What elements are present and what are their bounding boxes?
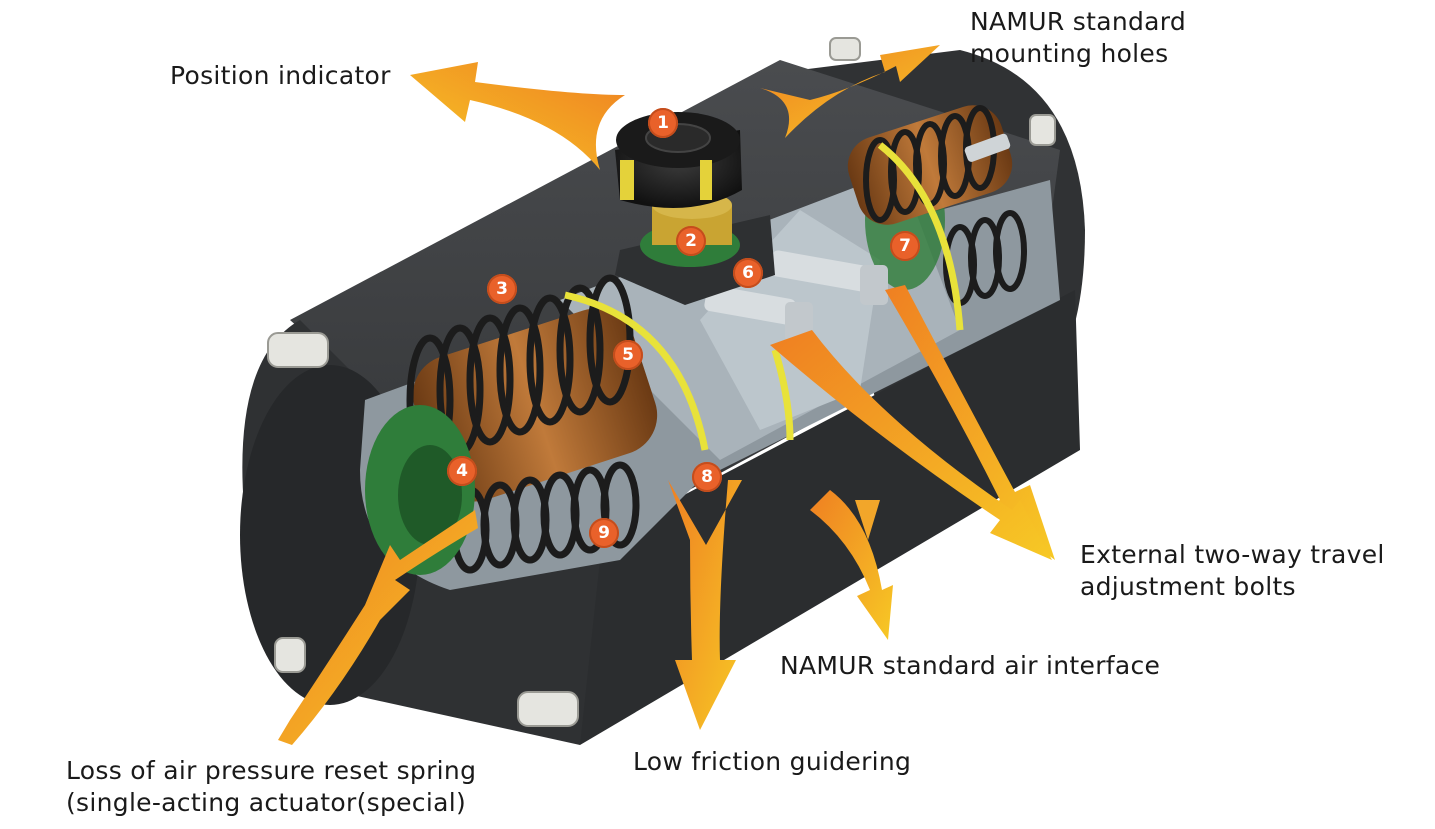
arrow-travel-bolt-1 <box>885 285 1055 560</box>
label-namur-air-interface: NAMUR standard air interface <box>780 651 1161 680</box>
arrow-position-indicator <box>410 62 625 170</box>
arrow-mounting-holes <box>760 45 940 138</box>
left-springs <box>406 274 658 574</box>
callout-5: 5 <box>613 340 643 370</box>
label-namur-mounting-holes: NAMUR standard mounting holes <box>970 7 1187 68</box>
callout-arrows <box>278 45 1055 745</box>
callout-4: 4 <box>447 456 477 486</box>
callout-1: 1 <box>648 108 678 138</box>
guide-rings <box>564 142 964 451</box>
end-bolts <box>267 37 1056 727</box>
callout-2: 2 <box>676 226 706 256</box>
callout-3: 3 <box>487 274 517 304</box>
callout-7: 7 <box>890 231 920 261</box>
arrow-air-interface <box>810 490 893 640</box>
arrow-guidering <box>668 480 742 730</box>
callout-8: 8 <box>692 462 722 492</box>
callout-6: 6 <box>733 258 763 288</box>
label-reset-spring: Loss of air pressure reset spring (singl… <box>66 756 477 817</box>
callout-9: 9 <box>589 518 619 548</box>
label-position-indicator: Position indicator <box>170 61 391 90</box>
position-indicator <box>615 112 775 305</box>
adjustment-bolts <box>704 133 1011 342</box>
label-travel-adjustment-bolts: External two-way travel adjustment bolts <box>1080 540 1385 601</box>
label-low-friction-guidering: Low friction guidering <box>633 747 912 776</box>
arrow-reset-spring <box>278 510 478 745</box>
arrow-travel-bolt-2 <box>770 330 1052 560</box>
